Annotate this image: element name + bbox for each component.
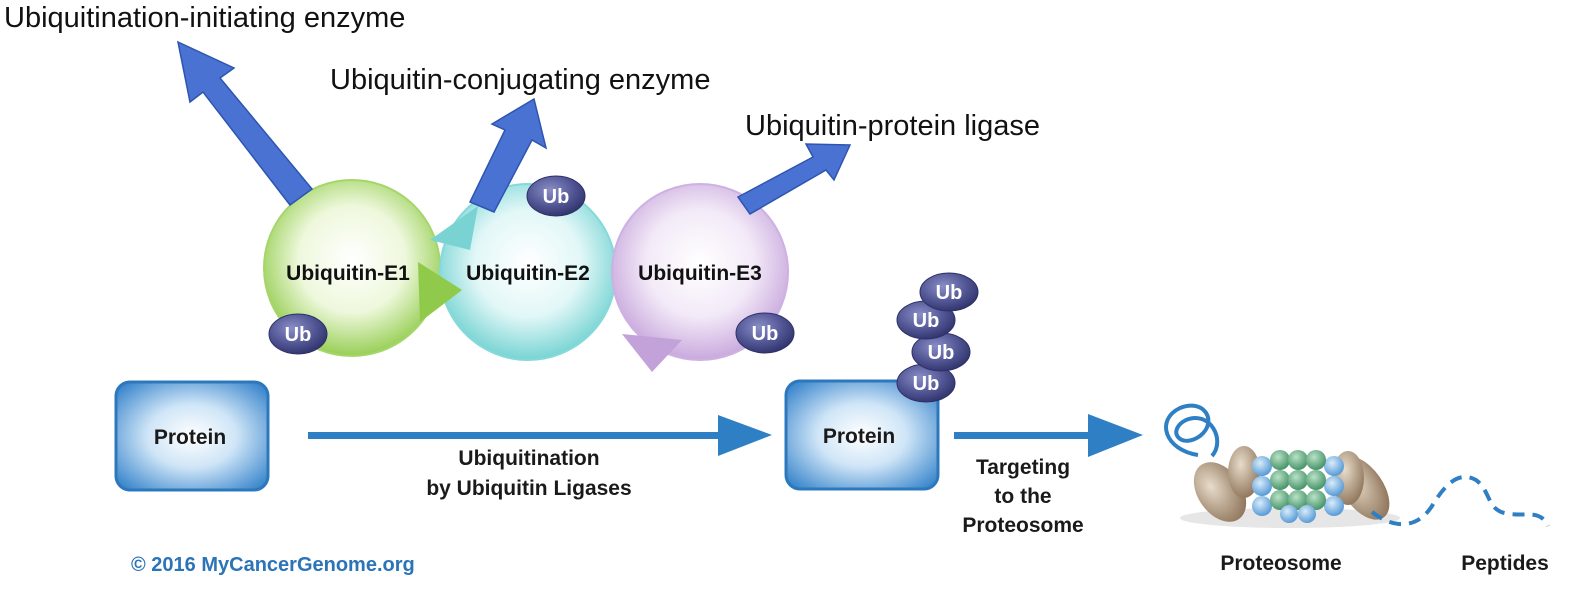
ub-tag-e1: Ub	[268, 313, 328, 355]
ub-tag-e3: Ub	[735, 312, 795, 354]
e3-label: Ubiquitin-E3	[638, 262, 762, 285]
copyright-text: © 2016 MyCancerGenome.org	[131, 554, 415, 576]
ub-label: Ub	[913, 310, 940, 332]
e1-callout-arrow	[176, 40, 314, 207]
e2-label: Ubiquitin-E2	[466, 262, 590, 285]
e3-callout-arrow	[736, 143, 852, 215]
ub-chain-tag: Ub	[919, 272, 979, 312]
protein-label-ubiquitinated: Protein	[823, 425, 895, 448]
proteosome-illustration	[1164, 403, 1550, 528]
targeting-arrow	[954, 414, 1143, 457]
ubiquitination-label-line1: Ubiquitination	[458, 447, 599, 470]
e1-to-e2-transfer-arrowhead	[418, 262, 462, 322]
e3-callout-label: Ubiquitin-protein ligase	[745, 110, 1040, 142]
targeting-label-line2: to the	[994, 485, 1051, 508]
unfolded-protein-strand	[1164, 403, 1220, 458]
ub-label: Ub	[928, 342, 955, 364]
e3-circle	[611, 183, 789, 361]
targeting-label-line1: Targeting	[976, 456, 1070, 479]
ub-chain: Ub Ub Ub Ub	[896, 272, 979, 403]
ub-tag-e2: Ub	[526, 175, 586, 217]
ubiquitination-label-line2: by Ubiquitin Ligases	[426, 477, 631, 500]
protein-label-unmodified: Protein	[154, 426, 226, 449]
ub-chain-tag: Ub	[896, 363, 956, 403]
ub-label: Ub	[543, 186, 570, 208]
protein-box-ubiquitinated	[784, 379, 940, 491]
e2-callout-arrow	[468, 97, 548, 213]
ub-label: Ub	[913, 373, 940, 395]
ub-label: Ub	[285, 324, 312, 346]
e1-callout-label: Ubiquitination-initiating enzyme	[4, 2, 405, 34]
peptides-strand	[1370, 474, 1550, 528]
e2-callout-label: Ubiquitin-conjugating enzyme	[330, 64, 710, 96]
ub-label: Ub	[936, 282, 963, 304]
ubiquitination-arrow	[308, 415, 772, 456]
peptides-label: Peptides	[1461, 552, 1549, 575]
protein-box-unmodified	[114, 380, 270, 492]
e3-return-arrowhead	[622, 334, 682, 372]
proteosome-label: Proteosome	[1220, 552, 1341, 575]
e1-label: Ubiquitin-E1	[286, 262, 410, 285]
ub-label: Ub	[752, 323, 779, 345]
e2-to-e1-transfer-arrowhead	[430, 206, 478, 250]
targeting-label-line3: Proteosome	[962, 514, 1083, 537]
